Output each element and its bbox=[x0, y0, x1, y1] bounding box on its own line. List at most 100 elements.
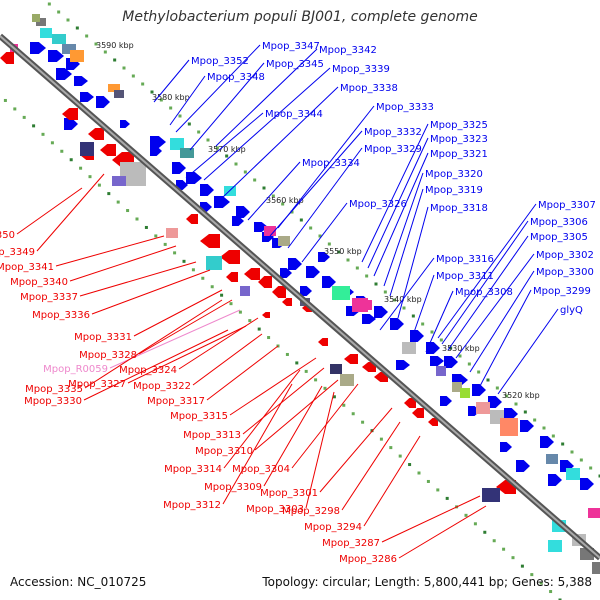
reverse-gene-label[interactable]: Mpop_3301 bbox=[260, 488, 318, 499]
reverse-gene-label[interactable]: Mpop_3315 bbox=[170, 411, 228, 422]
tick-dot bbox=[144, 225, 148, 229]
reverse-leader-line bbox=[178, 317, 259, 370]
reverse-gene-label[interactable]: Mpop_3350 bbox=[0, 230, 15, 241]
reverse-gene-label[interactable]: Mpop_3287 bbox=[322, 538, 380, 549]
tick-dot bbox=[85, 34, 89, 38]
forward-leader-line bbox=[175, 44, 261, 133]
reverse-leader-line bbox=[69, 245, 177, 282]
reverse-gene-label[interactable]: Mpop_3327 bbox=[68, 379, 126, 390]
gene-box bbox=[332, 286, 350, 300]
reverse-gene-label[interactable]: Mpop_3304 bbox=[232, 464, 290, 475]
forward-gene-label[interactable]: Mpop_3338 bbox=[340, 83, 398, 94]
tick-dot bbox=[191, 268, 195, 272]
tick-dot bbox=[169, 106, 173, 110]
forward-gene-label[interactable]: Mpop_3320 bbox=[425, 169, 483, 180]
tick-dot bbox=[154, 234, 158, 238]
forward-gene-label[interactable]: Mpop_3318 bbox=[430, 203, 488, 214]
forward-gene-label[interactable]: Mpop_3332 bbox=[364, 127, 422, 138]
forward-leader-line bbox=[269, 130, 363, 237]
reverse-gene-label[interactable]: Mpop_3313 bbox=[183, 430, 241, 441]
forward-gene-arrow bbox=[150, 136, 166, 148]
reverse-gene-arrow bbox=[404, 398, 416, 408]
reverse-gene-label[interactable]: Mpop_3324 bbox=[119, 365, 177, 376]
forward-gene-label[interactable]: Mpop_3319 bbox=[425, 185, 483, 196]
map-title: Methylobacterium populi BJ001, complete … bbox=[122, 9, 478, 25]
tick-dot bbox=[558, 598, 562, 600]
forward-gene-arrow bbox=[200, 184, 214, 196]
tick-dot bbox=[351, 412, 355, 416]
reverse-gene-label[interactable]: Mpop_3337 bbox=[20, 292, 78, 303]
forward-gene-label[interactable]: Mpop_3305 bbox=[530, 232, 588, 243]
forward-gene-arrow bbox=[444, 356, 458, 368]
forward-gene-arrow bbox=[48, 50, 64, 62]
tick-dot bbox=[549, 590, 553, 594]
forward-gene-label[interactable]: Mpop_3302 bbox=[536, 250, 594, 261]
forward-gene-arrow bbox=[318, 252, 330, 262]
reverse-gene-label[interactable]: Mpop_3312 bbox=[163, 500, 221, 511]
forward-gene-label[interactable]: Mpop_3334 bbox=[302, 158, 360, 169]
forward-gene-arrow bbox=[280, 268, 292, 278]
forward-gene-label[interactable]: glyQ bbox=[560, 305, 583, 316]
forward-gene-label[interactable]: Mpop_3352 bbox=[191, 56, 249, 67]
tick-dot bbox=[365, 274, 369, 278]
reverse-gene-label[interactable]: Mpop_3303 bbox=[246, 504, 304, 515]
forward-gene-label[interactable]: Mpop_3344 bbox=[265, 109, 323, 120]
tick-dot bbox=[57, 10, 61, 14]
reverse-gene-label[interactable]: Mpop_R0059 bbox=[43, 364, 108, 375]
forward-gene-label[interactable]: Mpop_3342 bbox=[319, 45, 377, 56]
forward-gene-label[interactable]: Mpop_3300 bbox=[536, 267, 594, 278]
tick-dot bbox=[257, 327, 261, 331]
forward-gene-label[interactable]: Mpop_3321 bbox=[430, 149, 488, 160]
reverse-leader-line bbox=[305, 391, 335, 509]
forward-gene-label[interactable]: Mpop_3323 bbox=[430, 134, 488, 145]
reverse-gene-label[interactable]: Mpop_3309 bbox=[204, 482, 262, 493]
reverse-gene-arrow bbox=[428, 418, 438, 426]
reverse-gene-label[interactable]: Mpop_3322 bbox=[133, 381, 191, 392]
gene-box bbox=[548, 540, 562, 552]
forward-gene-label[interactable]: Mpop_3326 bbox=[349, 199, 407, 210]
forward-gene-label[interactable]: Mpop_3299 bbox=[533, 286, 591, 297]
scale-label: 3580 kbp bbox=[152, 93, 190, 102]
reverse-gene-label[interactable]: Mpop_3286 bbox=[339, 554, 397, 565]
forward-leader-line bbox=[215, 48, 318, 147]
reverse-leader-line bbox=[222, 383, 293, 505]
reverse-gene-arrow bbox=[186, 214, 198, 224]
forward-gene-label[interactable]: Mpop_3325 bbox=[430, 120, 488, 131]
reverse-gene-label[interactable]: Mpop_3331 bbox=[74, 332, 132, 343]
tick-dot bbox=[449, 346, 453, 350]
reverse-gene-label[interactable]: Mpop_3328 bbox=[79, 350, 137, 361]
tick-dot bbox=[304, 369, 308, 373]
reverse-gene-arrow bbox=[272, 286, 286, 298]
reverse-gene-label[interactable]: Mpop_3298 bbox=[282, 506, 340, 517]
reverse-gene-label[interactable]: Mpop_3335 bbox=[25, 384, 83, 395]
forward-gene-label[interactable]: Mpop_3339 bbox=[332, 64, 390, 75]
forward-gene-label[interactable]: Mpop_3311 bbox=[436, 271, 494, 282]
reverse-gene-label[interactable]: Mpop_3340 bbox=[10, 277, 68, 288]
forward-gene-label[interactable]: Mpop_3306 bbox=[530, 217, 588, 228]
tick-dot bbox=[355, 266, 359, 270]
reverse-gene-label[interactable]: Mpop_3341 bbox=[0, 262, 54, 273]
reverse-leader-line bbox=[254, 379, 339, 451]
tick-dot bbox=[408, 463, 412, 467]
forward-gene-label[interactable]: Mpop_3329 bbox=[364, 144, 422, 155]
reverse-gene-label[interactable]: Mpop_3317 bbox=[147, 396, 205, 407]
tick-dot bbox=[539, 581, 543, 585]
gene-box bbox=[170, 138, 184, 150]
reverse-gene-label[interactable]: Mpop_3330 bbox=[24, 396, 82, 407]
reverse-gene-label[interactable]: Mpop_3314 bbox=[164, 464, 222, 475]
tick-dot bbox=[542, 426, 546, 430]
forward-gene-label[interactable]: Mpop_3307 bbox=[538, 200, 596, 211]
reverse-gene-label[interactable]: Mpop_3310 bbox=[195, 446, 253, 457]
forward-gene-label[interactable]: Mpop_3316 bbox=[436, 254, 494, 265]
reverse-gene-label[interactable]: Mpop_3349 bbox=[0, 247, 35, 258]
tick-dot bbox=[234, 162, 238, 166]
tick-dot bbox=[116, 200, 120, 204]
forward-gene-label[interactable]: Mpop_3333 bbox=[376, 102, 434, 113]
forward-gene-label[interactable]: Mpop_3348 bbox=[207, 72, 265, 83]
reverse-gene-label[interactable]: Mpop_3336 bbox=[32, 310, 90, 321]
forward-gene-label[interactable]: Mpop_3308 bbox=[455, 287, 513, 298]
forward-gene-label[interactable]: Mpop_3347 bbox=[262, 41, 320, 52]
tick-dot bbox=[346, 258, 350, 262]
reverse-gene-label[interactable]: Mpop_3294 bbox=[304, 522, 362, 533]
forward-gene-label[interactable]: Mpop_3345 bbox=[266, 59, 324, 70]
